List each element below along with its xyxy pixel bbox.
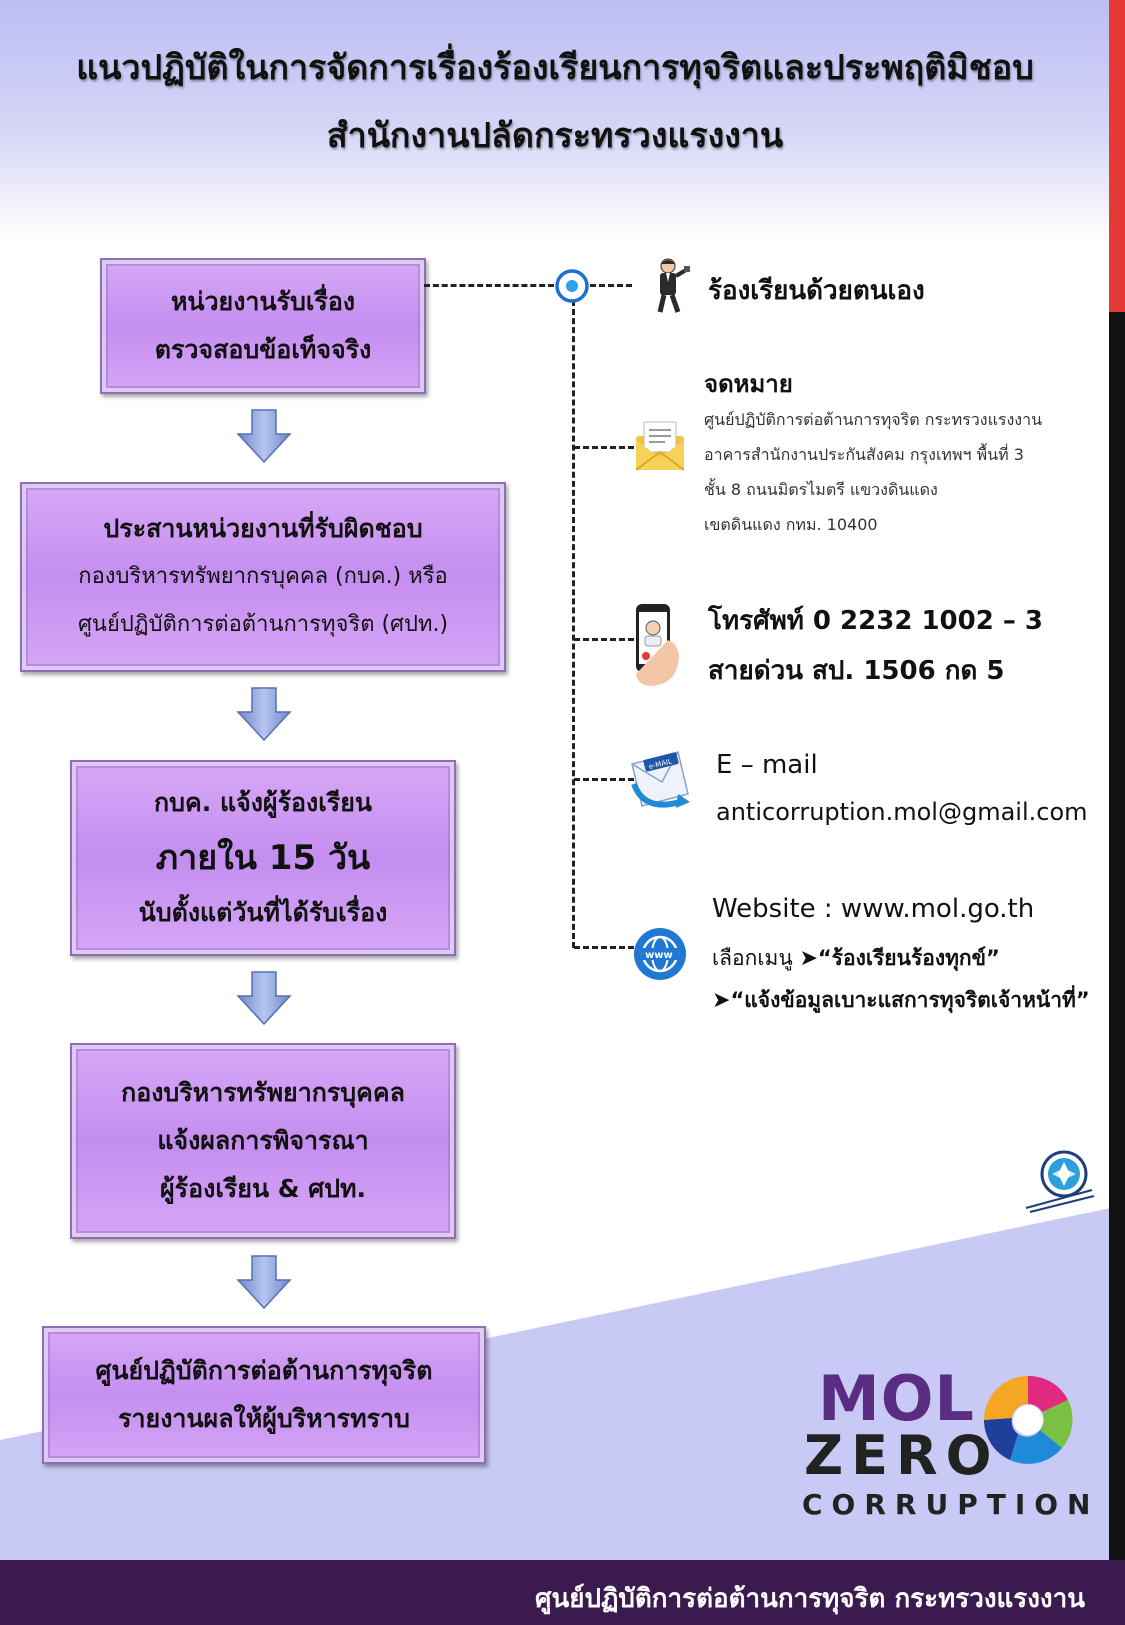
flow-step-text: กบค. แจ้งผู้ร้องเรียน [154, 788, 372, 817]
flow-step-report: ศูนย์ปฏิบัติการต่อต้านการทุจริต รายงานผล… [42, 1326, 486, 1464]
website-menu-row: ➤“แจ้งข้อมูลเบาะแสการทุจริตเจ้าหน้าที่” [712, 984, 1090, 1017]
flow-step-text: กองบริหารทรัพยากรบุคคล (กบค.) หรือ [78, 564, 448, 589]
globe-badge-text: www [645, 950, 673, 961]
website-menu-prefix: เลือกเมนู [712, 946, 793, 970]
flow-step-text: นับตั้งแต่วันที่ได้รับเรื่อง [138, 898, 388, 927]
down-arrow-icon [236, 687, 292, 742]
flow-step-text: ผู้ร้องเรียน & ศปท. [160, 1174, 366, 1203]
letter-address-line: อาคารสำนักงานประกันสังคม กรุงเทพฯ พื้นที… [704, 445, 1024, 464]
flow-step-text: ตรวจสอบข้อเท็จจริง [154, 335, 372, 364]
letter-address-line: ชั้น 8 ถนนมิตรไมตรี แขวงดินแดง [704, 480, 938, 499]
flow-step-notify: กบค. แจ้งผู้ร้องเรียน ภายใน 15 วัน นับตั… [70, 760, 456, 956]
smartphone-icon [636, 604, 679, 686]
connector-line [590, 284, 632, 287]
flow-step-receive: หน่วยงานรับเรื่อง ตรวจสอบข้อเท็จจริง [100, 258, 426, 394]
website-menu-item[interactable]: “ร้องเรียนร้องทุกข์” [817, 946, 1000, 970]
flow-step-text: กองบริหารทรัพยากรบุคคล [121, 1078, 405, 1107]
footer-bar [0, 1560, 1125, 1625]
down-arrow-icon [236, 1255, 292, 1310]
connector-node-icon [555, 269, 589, 303]
connector-line [574, 446, 634, 449]
globe-icon: www [634, 928, 686, 980]
flow-step-text: ศูนย์ปฏิบัติการต่อต้านการทุจริต (ศปท.) [77, 612, 449, 637]
connector-line [572, 300, 575, 948]
connector-line [424, 284, 554, 287]
channel-email-address[interactable]: anticorruption.mol@gmail.com [716, 798, 1088, 826]
connector-line [574, 638, 634, 641]
page-title: แนวปฏิบัติในการจัดการเรื่องร้องเรียนการท… [76, 48, 1034, 88]
flow-step-coordinate: ประสานหน่วยงานที่รับผิดชอบ กองบริหารทรัพ… [20, 482, 506, 672]
person-icon [657, 258, 690, 313]
down-arrow-icon [236, 971, 292, 1026]
footer-text: ศูนย์ปฏิบัติการต่อต้านการทุจริต กระทรวงแ… [534, 1584, 1085, 1614]
envelope-icon [635, 421, 685, 471]
emblem-icon [1025, 1150, 1095, 1213]
channel-phone-number: โทรศัพท์ 0 2232 1002 – 3 [708, 606, 1044, 636]
website-menu-row: เลือกเมนู ➤“ร้องเรียนร้องทุกข์” [712, 942, 1000, 975]
flow-step-text: ประสานหน่วยงานที่รับผิดชอบ [103, 514, 423, 543]
down-arrow-icon [236, 409, 292, 464]
flow-step-result: กองบริหารทรัพยากรบุคคล แจ้งผลการพิจารณา … [70, 1043, 456, 1239]
logo-corruption-text: CORRUPTION [802, 1488, 1100, 1521]
header-gradient [0, 0, 1125, 240]
letter-address-line: เขตดินแดง กทม. 10400 [704, 515, 878, 534]
right-accent-bar [1109, 0, 1125, 1560]
channel-phone-hotline: สายด่วน สป. 1506 กด 5 [708, 656, 1005, 686]
connector-line [574, 778, 634, 781]
arrowhead-icon: ➤ [799, 946, 818, 971]
arrowhead-icon: ➤ [712, 988, 731, 1013]
page-subtitle: สำนักงานปลัดกระทรวงแรงงาน [326, 116, 784, 156]
channel-letter-label: จดหมาย [704, 370, 793, 398]
channel-in-person-label: ร้องเรียนด้วยตนเอง [708, 276, 925, 306]
channel-website-label[interactable]: Website : www.mol.go.th [712, 894, 1035, 924]
email-icon: e-MAIL [631, 751, 690, 808]
channel-email-label: E – mail [716, 750, 818, 780]
logo-mol-text: MOL [818, 1362, 975, 1435]
flow-step-deadline: ภายใน 15 วัน [155, 838, 371, 878]
website-menu-item[interactable]: “แจ้งข้อมูลเบาะแสการทุจริตเจ้าหน้าที่” [730, 988, 1090, 1012]
connector-line [574, 946, 634, 949]
flow-step-text: แจ้งผลการพิจารณา [157, 1126, 369, 1155]
flow-step-text: ศูนย์ปฏิบัติการต่อต้านการทุจริต [95, 1356, 433, 1385]
aperture-logo-icon [984, 1375, 1073, 1464]
letter-address-line: ศูนย์ปฏิบัติการต่อต้านการทุจริต กระทรวงแ… [704, 410, 1043, 429]
flow-step-text: หน่วยงานรับเรื่อง [170, 287, 356, 316]
logo-zero-text: ZERO [804, 1424, 1000, 1487]
flow-step-text: รายงานผลให้ผู้บริหารทราบ [118, 1404, 410, 1433]
